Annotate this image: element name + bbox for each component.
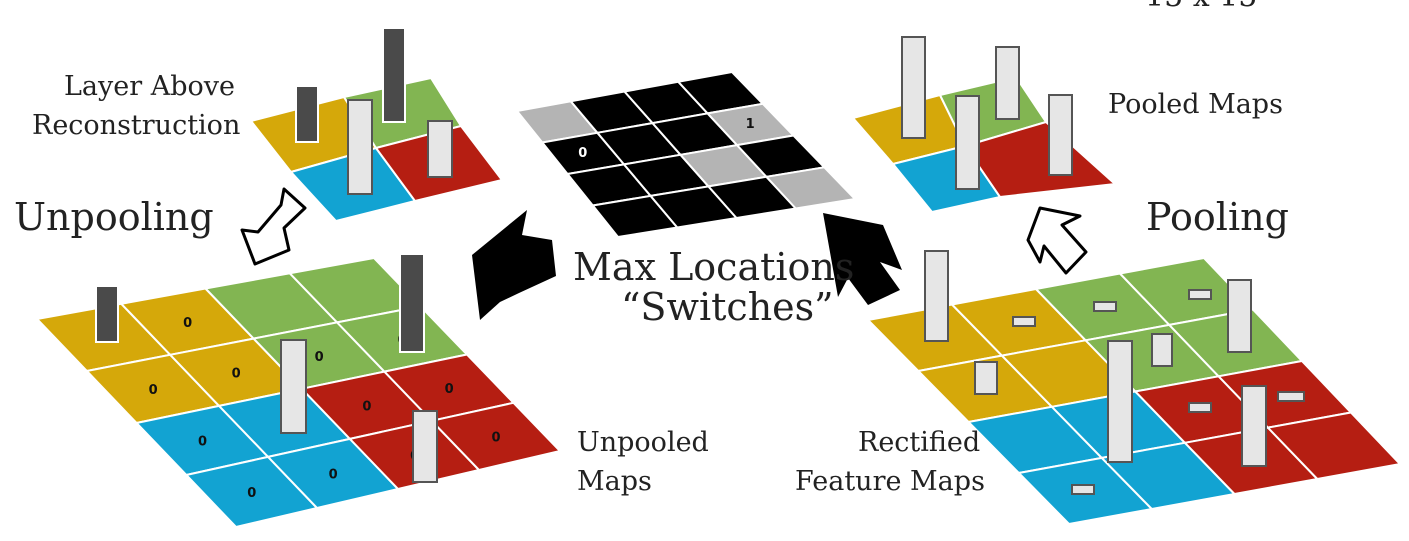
- dark-bar: [382, 27, 406, 123]
- zero-value: 0: [491, 431, 500, 446]
- switches-grid: 01: [515, 70, 858, 239]
- rectified-cell: [1265, 411, 1403, 481]
- switch-cell: [764, 166, 858, 210]
- black-arrow-right-icon: [823, 213, 902, 305]
- zero-value: 0: [232, 367, 241, 382]
- unpooled-maps-label-line1: Unpooled: [577, 427, 709, 458]
- pooling-title: Pooling: [1146, 195, 1289, 239]
- quadrant-red: [963, 120, 1118, 199]
- switches-label-line2: “Switches”: [621, 285, 834, 329]
- layer-above-label-line1: Layer Above: [64, 71, 235, 102]
- light-bar: [924, 250, 949, 342]
- layer-above-map: [249, 27, 504, 223]
- light-bar: [427, 120, 453, 178]
- zero-value: 0: [183, 316, 192, 331]
- light-bar: [1277, 391, 1305, 402]
- corner-label: 15 x 15: [1145, 0, 1257, 14]
- light-bar: [955, 95, 980, 190]
- zero-value: 0: [445, 382, 454, 397]
- light-bar: [1107, 340, 1133, 463]
- layer-above-label-line2: Reconstruction: [32, 110, 240, 141]
- light-bar: [1048, 94, 1073, 176]
- light-bar: [1151, 333, 1173, 367]
- light-bar: [1241, 385, 1267, 467]
- light-bar: [1093, 301, 1117, 312]
- light-bar: [1227, 279, 1252, 353]
- switch-number: 0: [578, 146, 587, 161]
- light-bar: [1188, 289, 1212, 300]
- light-bar: [995, 46, 1020, 120]
- zero-value: 0: [329, 468, 338, 483]
- dark-bar: [95, 285, 119, 343]
- unpooled-cell: [429, 401, 562, 472]
- light-bar: [412, 410, 438, 483]
- zero-value: 0: [315, 350, 324, 365]
- light-bar: [347, 99, 373, 195]
- light-bar: [1012, 316, 1036, 327]
- unpooling-title: Unpooling: [14, 195, 214, 239]
- rectified-feature-maps: [865, 250, 1403, 526]
- zero-value: 0: [149, 383, 158, 398]
- light-bar: [901, 36, 926, 139]
- hollow-arrow-down-left-icon: [240, 187, 307, 266]
- pooled-maps: [851, 36, 1118, 214]
- zero-value: 0: [362, 400, 371, 415]
- dark-bar: [399, 253, 425, 353]
- switch-number: 1: [746, 117, 755, 132]
- black-arrow-left-icon: [472, 210, 556, 320]
- rectified-label-line2: Feature Maps: [795, 466, 985, 497]
- hollow-arrow-up-left-icon: [1026, 206, 1088, 275]
- light-bar: [1188, 402, 1212, 413]
- zero-value: 0: [247, 486, 256, 501]
- unpooled-maps: 000000000000: [34, 253, 562, 529]
- switches-label-line1: Max Locations: [573, 245, 854, 289]
- light-bar: [280, 339, 307, 434]
- light-bar: [974, 361, 998, 395]
- unpooled-maps-label-line2: Maps: [577, 466, 652, 497]
- rectified-label-line1: Rectified: [858, 427, 980, 458]
- dark-bar: [295, 85, 319, 143]
- pooled-maps-label: Pooled Maps: [1108, 89, 1283, 120]
- zero-value: 0: [198, 435, 207, 450]
- light-bar: [1071, 484, 1095, 495]
